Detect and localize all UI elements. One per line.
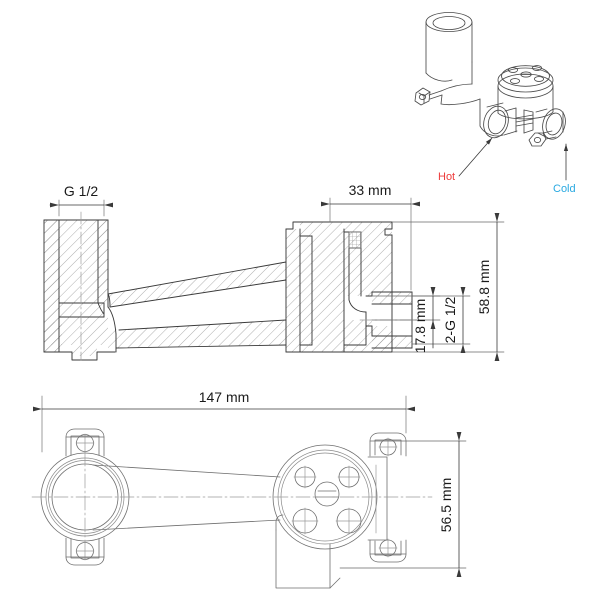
plan-view — [31, 428, 433, 589]
dim-offset-33: 33 mm — [321, 182, 420, 291]
dim-height-17-8: 17.8 mm — [371, 287, 441, 353]
hot-label: Hot — [438, 171, 455, 183]
hot-leader-line — [458, 137, 493, 177]
dim-height-58-8-text: 58.8 mm — [476, 260, 492, 314]
section-view — [43, 211, 421, 361]
dim-width-56-5-text: 56.5 mm — [438, 478, 454, 532]
section-block-outlines — [285, 221, 413, 353]
dim-height-17-8-text: 17.8 mm — [412, 299, 428, 353]
dim-width-56-5: 56.5 mm — [339, 432, 467, 577]
cold-label: Cold — [553, 183, 576, 195]
section-outlines — [43, 219, 117, 361]
dim-length-147-text: 147 mm — [199, 389, 250, 405]
dim-thread-left: G 1/2 — [49, 183, 113, 217]
dim-offset-33-text: 33 mm — [349, 182, 392, 198]
section-arm-outlines — [107, 261, 287, 349]
dim-thread-ports-text: 2-G 1/2 — [442, 296, 458, 343]
dim-length-147: 147 mm — [33, 389, 415, 453]
callout-leaders — [458, 137, 569, 181]
section-body-hatch — [44, 220, 412, 356]
dim-height-58-8: 58.8 mm — [391, 213, 505, 361]
dim-thread-left-text: G 1/2 — [64, 183, 98, 199]
dim-thread-ports: 2-G 1/2 — [411, 287, 471, 353]
isometric-view — [414, 12, 566, 147]
